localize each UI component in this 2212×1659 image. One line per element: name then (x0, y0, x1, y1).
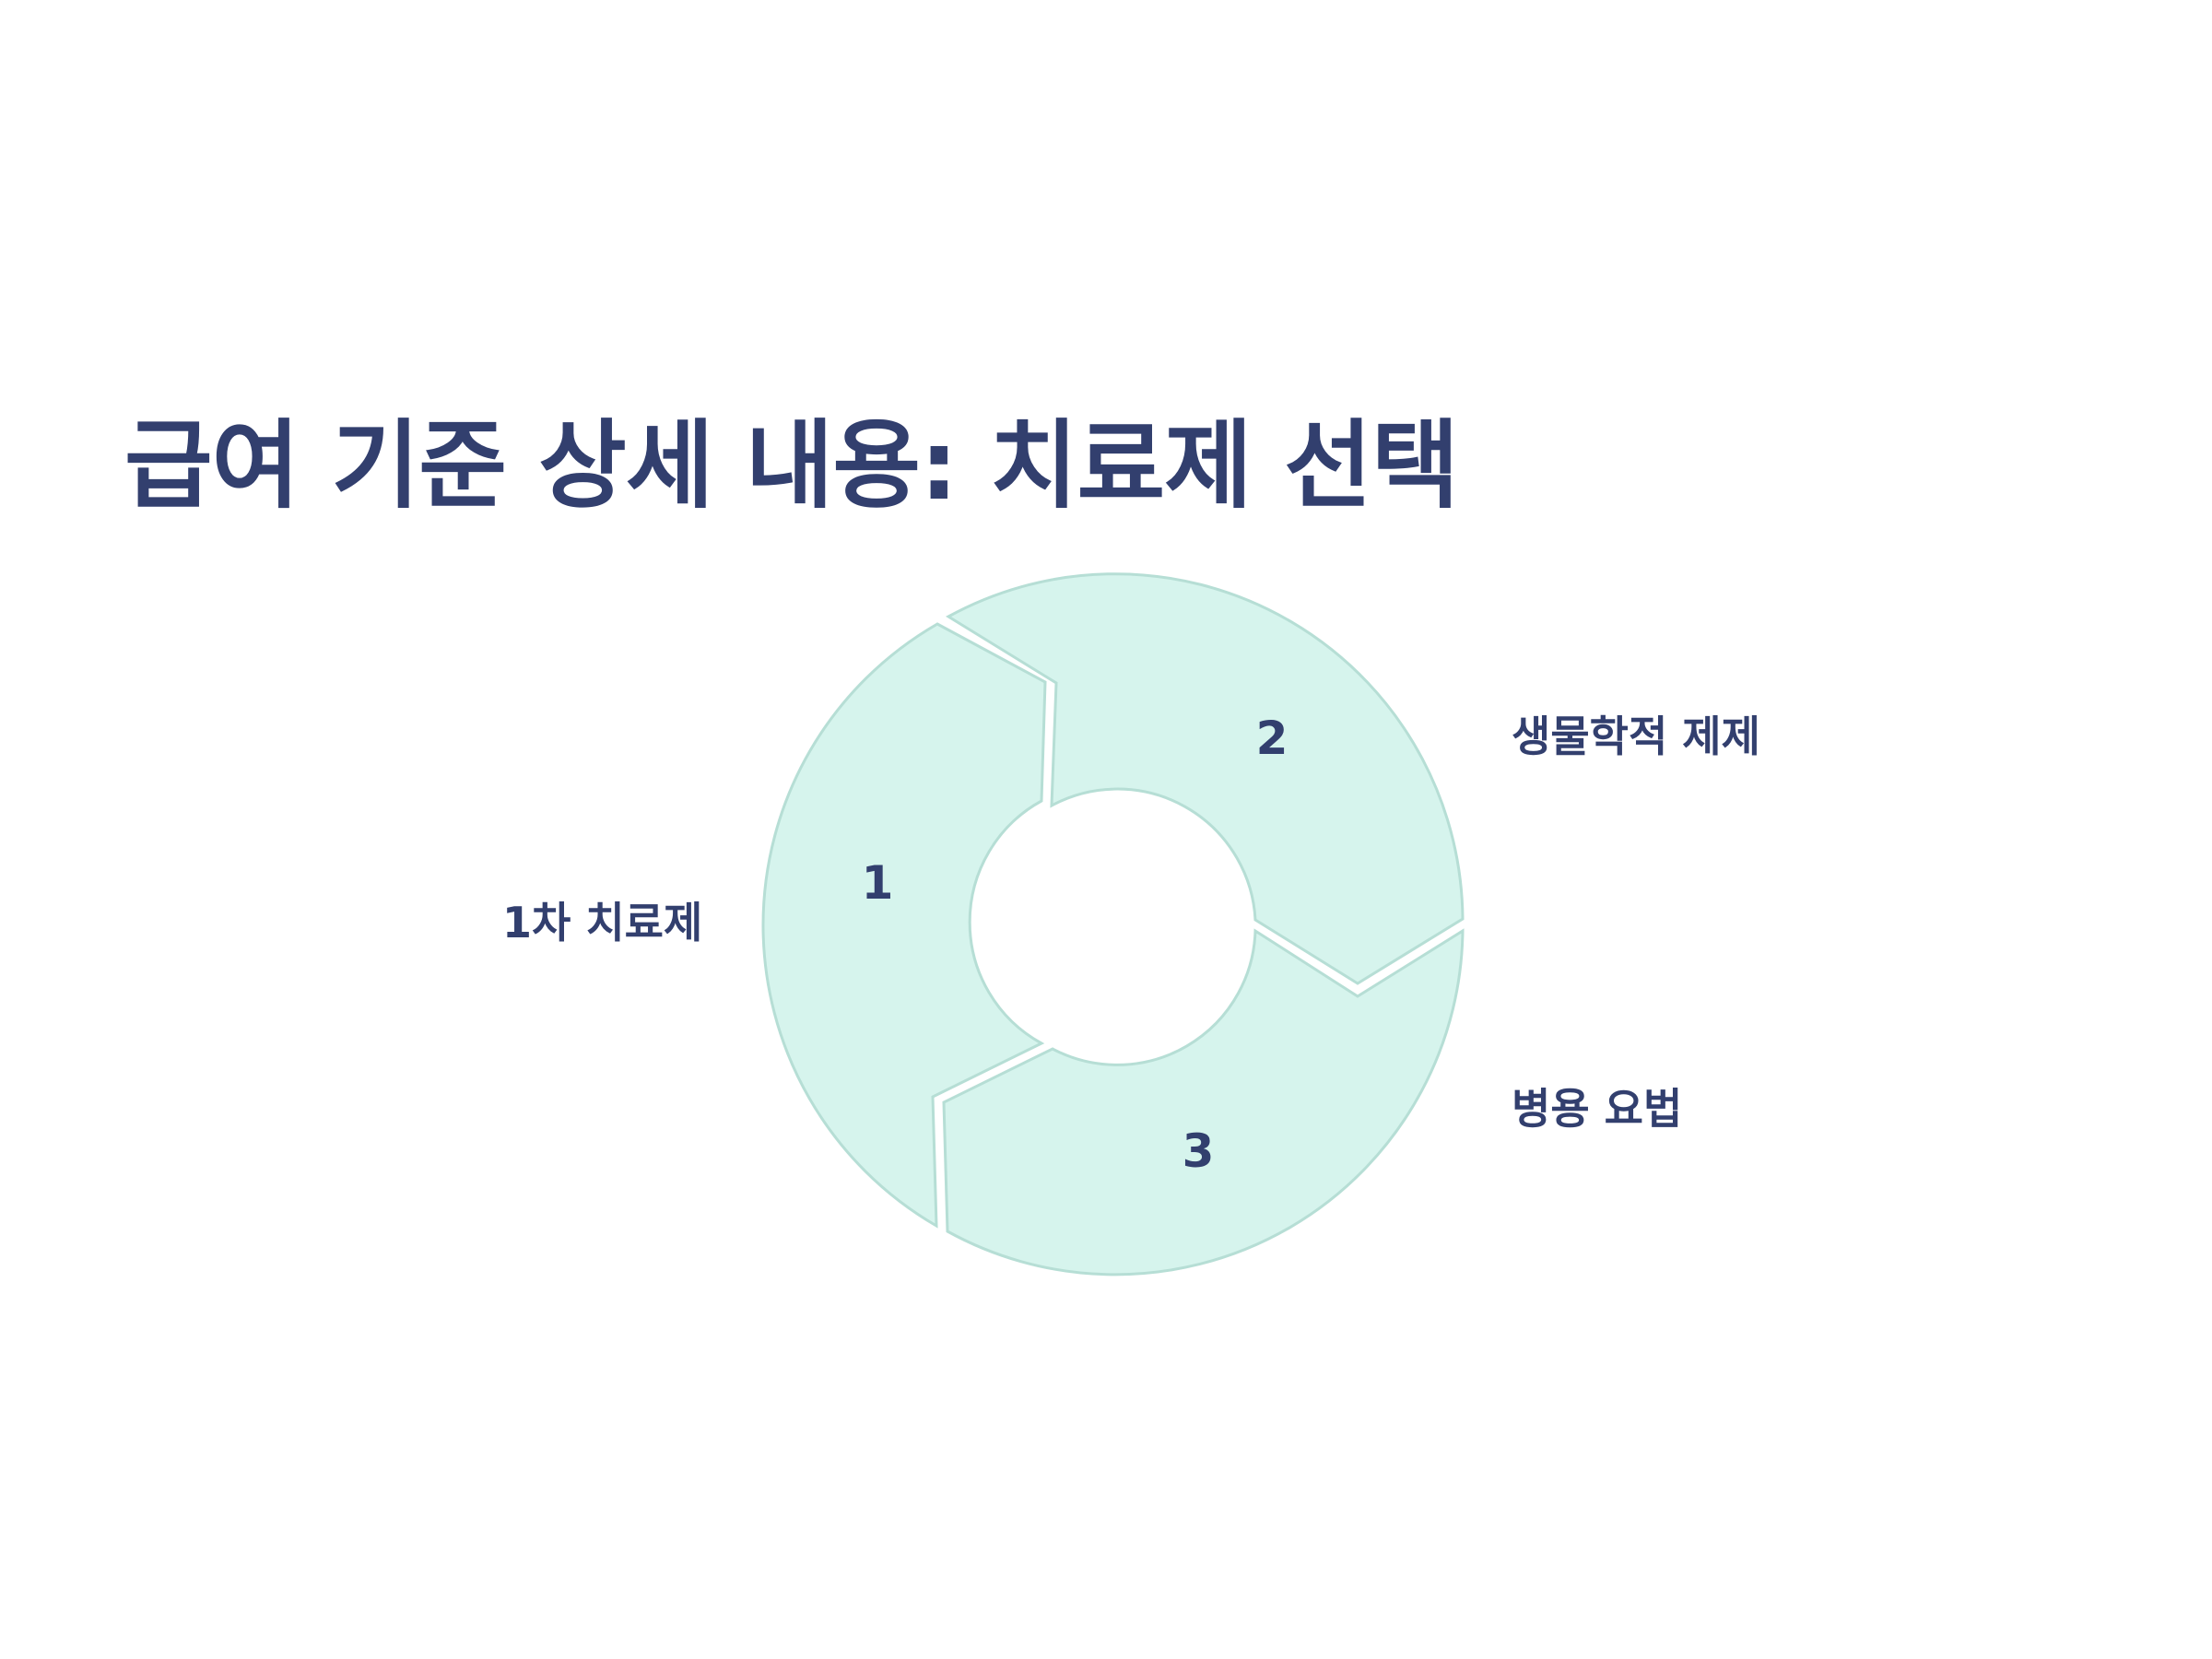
cycle-segment-3 (942, 928, 1465, 1277)
step-label-1: 1차 치료제 (502, 898, 703, 947)
cycle-segment-1 (761, 622, 1047, 1229)
step-number-2: 2 (1256, 712, 1288, 765)
page-title: 급여 기준 상세 내용: 치료제 선택 (124, 409, 1459, 522)
step-number-3: 3 (1182, 1124, 1215, 1178)
step-label-2: 생물학적 제제 (1512, 712, 1760, 761)
step-number-1: 1 (862, 856, 894, 910)
step-label-3: 병용 요법 (1512, 1084, 1683, 1134)
cycle-segment-2 (946, 572, 1465, 985)
